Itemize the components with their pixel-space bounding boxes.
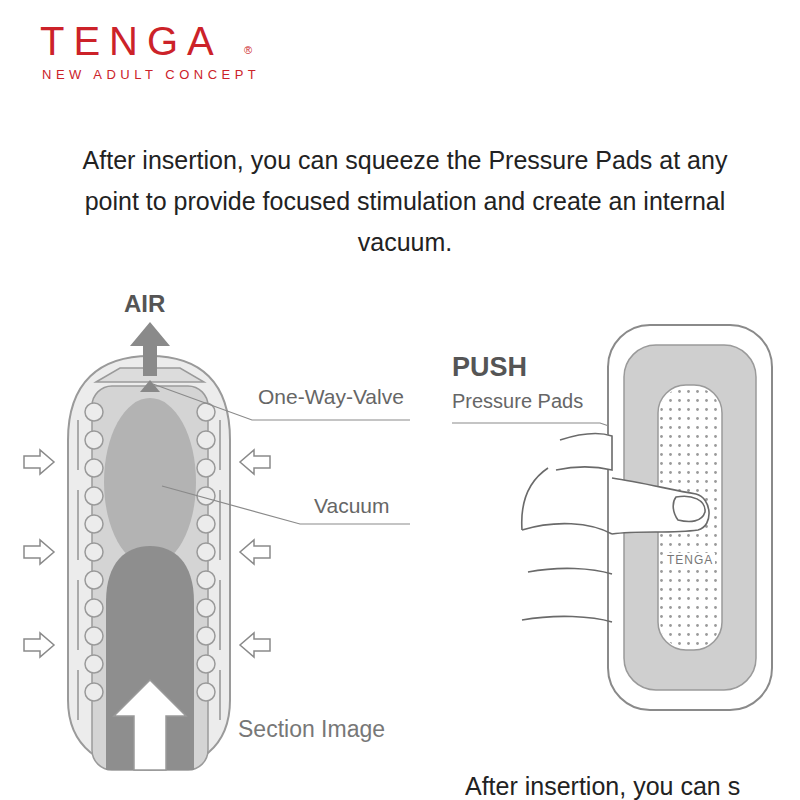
- figure-label: Section Image: [238, 716, 385, 742]
- brand-logo: TENGA: [40, 18, 223, 64]
- action-label: PUSH: [452, 352, 527, 383]
- hand-illustration: [522, 433, 709, 622]
- repeated-caption: After insertion, you can s: [465, 772, 740, 800]
- heading: After insertion, you can squeeze the Pre…: [70, 140, 740, 263]
- brand-tagline: NEW ADULT CONCEPT: [42, 68, 260, 83]
- device-illustration: [608, 325, 772, 710]
- part-label: Vacuum: [314, 494, 389, 518]
- section-image: [24, 322, 270, 770]
- device-logo: TENGA: [665, 553, 715, 569]
- leader-lines: [153, 384, 686, 524]
- trademark-mark: ®: [244, 44, 252, 57]
- part-label: One-Way-Valve: [258, 385, 404, 409]
- part-label: Pressure Pads: [452, 390, 583, 413]
- air-label: AIR: [124, 290, 165, 318]
